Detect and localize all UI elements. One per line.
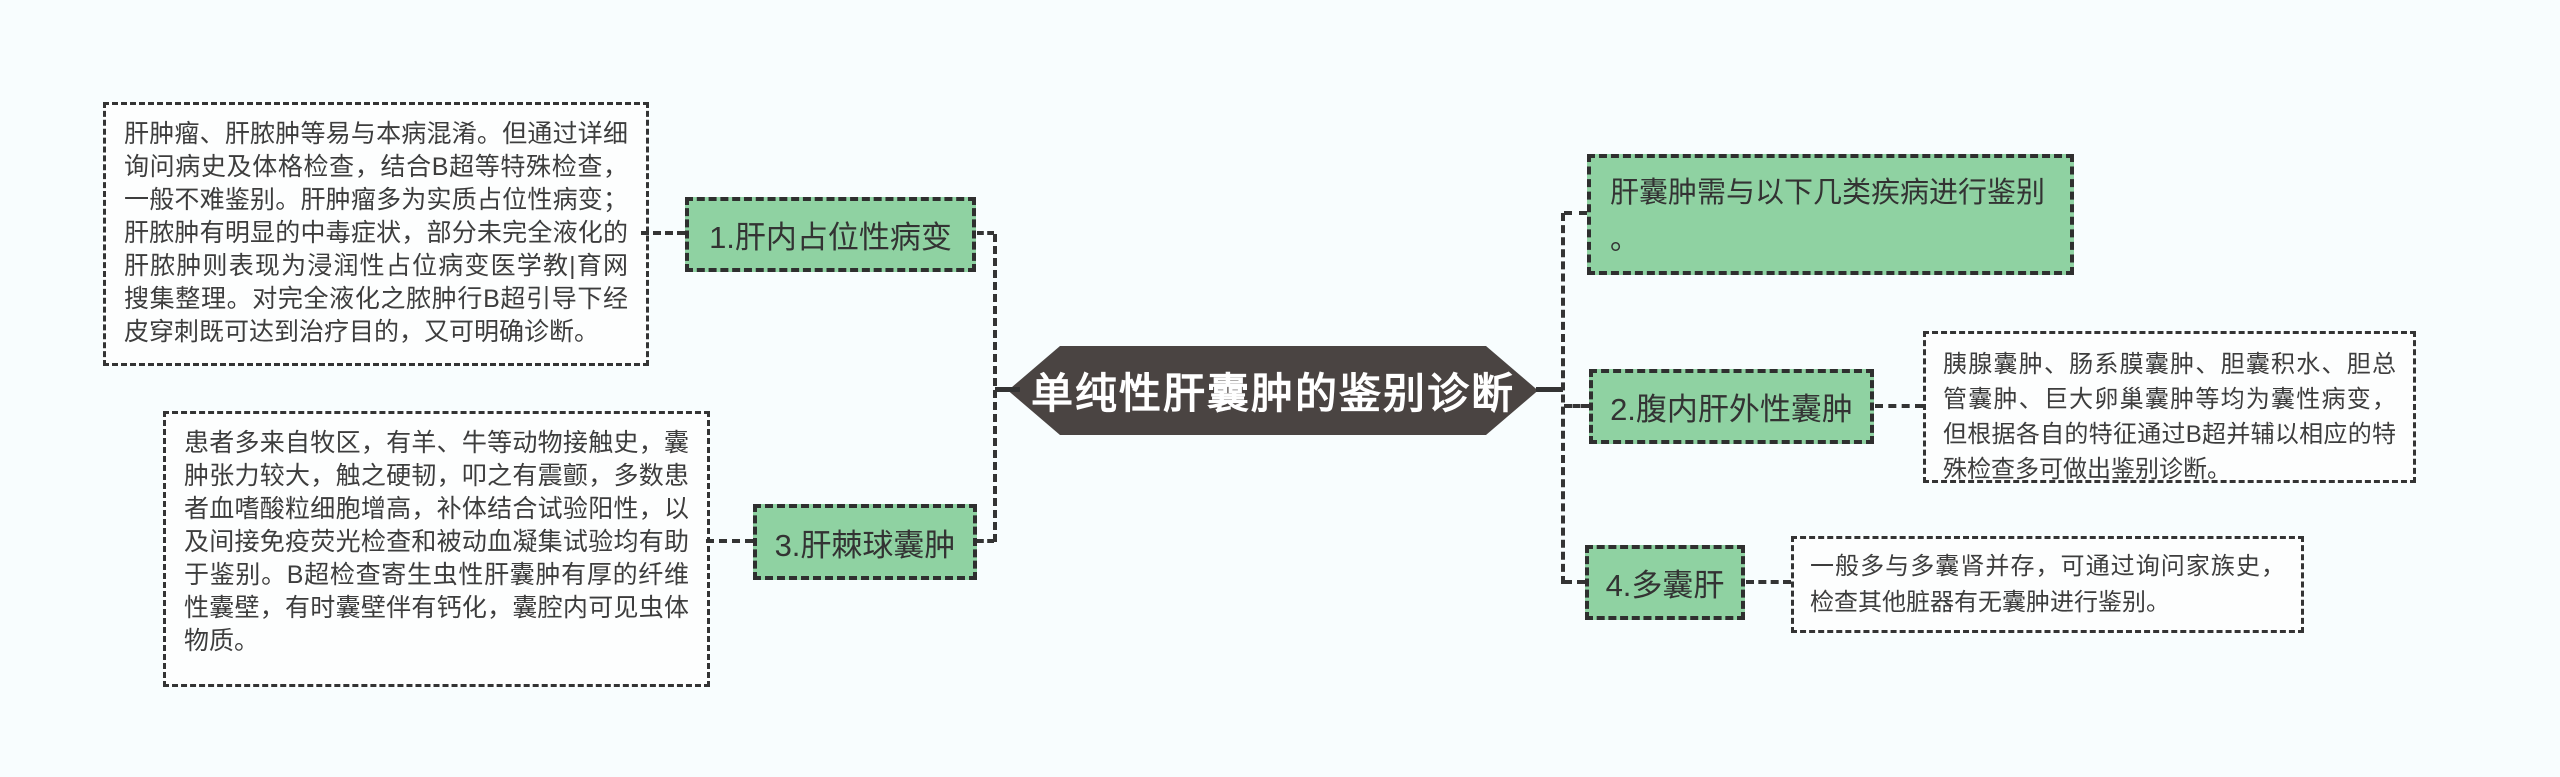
connector-center-trunk-right	[1536, 387, 1563, 392]
node-intrahepatic-lesion[interactable]: 1.肝内占位性病变	[685, 197, 976, 272]
note-liver-tumor-abscess[interactable]: 肝肿瘤、肝脓肿等易与本病混淆。但通过详细询问病史及体格检查，结合B超等特殊检查，…	[103, 102, 649, 366]
connector-trunk-center-left	[995, 387, 1020, 392]
connector-node2-note2	[1875, 404, 1923, 408]
node-polycystic-liver-label: 4.多囊肝	[1605, 568, 1725, 603]
connector-right-trunk	[1561, 213, 1565, 584]
connector-trunk-node2	[1564, 404, 1589, 408]
note-polycystic-liver[interactable]: 一般多与多囊肾并存，可通过询问家族史，检查其他脏器有无囊肿进行鉴别。	[1791, 536, 2304, 633]
connector-node1-trunk	[977, 231, 994, 235]
connector-trunk-node4	[1564, 580, 1585, 584]
node-polycystic-liver[interactable]: 4.多囊肝	[1585, 545, 1745, 620]
connector-node4-note4	[1746, 580, 1791, 584]
center-topic-label: 单纯性肝囊肿的鉴别诊断	[1030, 370, 1515, 417]
node-hepatic-echinococcosis-label: 3.肝棘球囊肿	[774, 527, 956, 563]
connector-trunk-intro	[1564, 211, 1587, 215]
connector-note1-node1	[641, 231, 685, 235]
node-extrahepatic-cyst[interactable]: 2.腹内肝外性囊肿	[1589, 369, 1874, 444]
connector-node3-trunk	[977, 539, 994, 543]
node-extrahepatic-cyst-label: 2.腹内肝外性囊肿	[1610, 392, 1853, 427]
node-hepatic-echinococcosis[interactable]: 3.肝棘球囊肿	[753, 504, 977, 580]
note-extrahepatic-cyst[interactable]: 胰腺囊肿、肠系膜囊肿、胆囊积水、胆总管囊肿、巨大卵巢囊肿等均为囊性病变，但根据各…	[1923, 331, 2416, 483]
connector-note3-node3	[706, 539, 753, 543]
note-echinococcal-cyst[interactable]: 患者多来自牧区，有羊、牛等动物接触史，囊肿张力较大，触之硬韧，叩之有震颤，多数患…	[163, 411, 710, 687]
node-intrahepatic-lesion-label: 1.肝内占位性病变	[709, 220, 952, 255]
node-differential-intro[interactable]: 肝囊肿需与以下几类疾病进行鉴别。	[1587, 154, 2074, 275]
center-topic-node[interactable]: 单纯性肝囊肿的鉴别诊断	[1008, 346, 1538, 435]
